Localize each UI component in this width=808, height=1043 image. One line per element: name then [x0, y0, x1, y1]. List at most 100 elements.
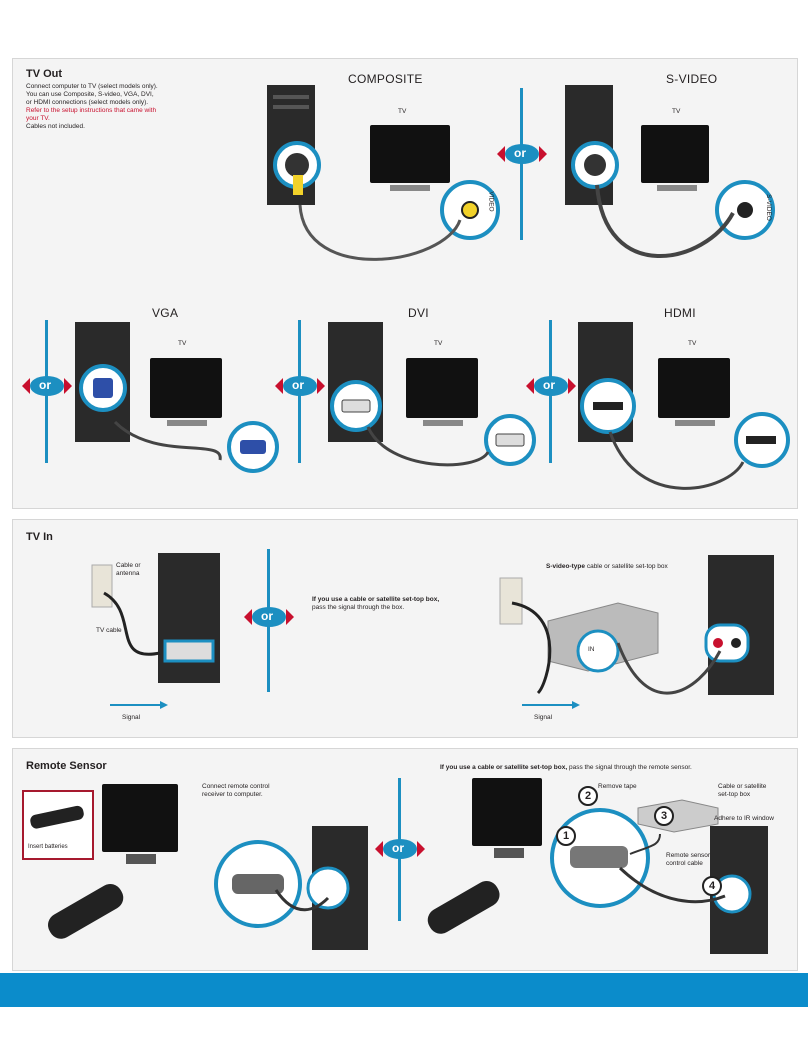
step-4-label: 4 [708, 880, 716, 892]
remote-title: Remote Sensor [26, 760, 107, 772]
remote-control-2 [427, 881, 500, 934]
tv-in-pc-tower [158, 553, 220, 683]
footer-band [0, 973, 808, 1007]
vga-tv [150, 358, 222, 418]
composite-video-tag: VIDEO [487, 191, 495, 212]
svideo-tag: S-VIDEO [764, 194, 772, 221]
step-2-label: 2 [584, 790, 592, 802]
tv-out-desc-line2: You can use Composite, S-video, VGA, DVI… [26, 91, 154, 98]
divider-line [520, 88, 523, 240]
signal-arrow-1 [110, 701, 168, 709]
tv-out-desc-line1: Connect computer to TV (select models on… [26, 83, 158, 90]
signal-arrow-2 [522, 701, 580, 709]
or-label-6: or [392, 841, 404, 855]
ir-receiver [232, 874, 284, 894]
tv-in-title: TV In [26, 531, 53, 543]
remote-diagram-right [427, 778, 768, 954]
dvi-tv [406, 358, 478, 418]
connect-receiver-text: Connect remote control receiver to compu… [202, 783, 270, 799]
vga-cable [113, 420, 222, 461]
step-badge-1: 1 [556, 826, 576, 846]
hdmi-label: HDMI [664, 306, 696, 320]
cable-or-satellite-label: Cable or satellite set-top box [718, 783, 766, 799]
vga-tv-label: TV [178, 340, 187, 347]
or-label-3: or [292, 378, 304, 392]
sensor-cable [618, 866, 726, 904]
antenna-text: antenna [116, 570, 140, 577]
step-3-label: 3 [660, 810, 668, 822]
wall-outlet-2 [499, 577, 523, 625]
set-top-cable-1 [511, 601, 552, 695]
set-top-cable-2 [616, 642, 722, 695]
remote-sensor-box [570, 846, 628, 868]
tv-in-if-bold: If you use a cable or satellite set-top … [312, 596, 440, 603]
composite-diagram [267, 85, 500, 261]
hdmi-tv-label: TV [688, 340, 697, 347]
tv-in-if-rest: pass the signal through the box. [312, 604, 405, 611]
remote-if-bold: If you use a cable or satellite set-top … [440, 764, 568, 771]
usb-zoom [306, 866, 350, 910]
remote-if-rest: pass the signal through the remote senso… [568, 764, 692, 771]
remove-tape-label: Remove tape [598, 783, 637, 790]
signal-label-2: Signal [534, 714, 553, 721]
step-1-label: 1 [562, 830, 570, 842]
in-label: IN [588, 646, 595, 653]
composite-cable [298, 204, 462, 261]
connect-line2: receiver to computer. [202, 791, 263, 798]
cable-antenna-label: Cable or antenna [116, 562, 141, 578]
remote-control [48, 884, 124, 939]
composite-tv [370, 125, 450, 183]
or-badge-4 [526, 376, 576, 396]
tv-in-panel [12, 519, 798, 738]
or-badge-6 [375, 839, 425, 859]
dvi-tv-label: TV [434, 340, 443, 347]
svideo-tv-label: TV [672, 108, 681, 115]
svideo-tv [641, 125, 709, 183]
remote-monitor-2 [472, 778, 542, 846]
svideo-diagram [565, 85, 775, 258]
remote-monitor [102, 784, 178, 852]
or-badge-2 [22, 376, 72, 396]
dvi-diagram [328, 322, 536, 467]
tv-out-description: Connect computer to TV (select models on… [26, 83, 196, 131]
signal-label-1: Signal [122, 714, 141, 721]
svideo-cable [595, 184, 735, 258]
or-badge-5 [244, 607, 294, 627]
remote-battery-image [30, 805, 84, 829]
step-badge-3: 3 [654, 806, 674, 826]
tv-in-diagram [91, 553, 220, 683]
cable-or-text: Cable or [116, 562, 141, 569]
sensor-line2: control cable [666, 860, 703, 867]
hdmi-cable [608, 431, 745, 490]
composite-label: COMPOSITE [348, 72, 423, 86]
cable-sat-line2: set-top box [718, 791, 751, 798]
step-badge-4: 4 [702, 876, 722, 896]
composite-tv-label: TV [398, 108, 407, 115]
insert-batteries-label: Insert batteries [28, 844, 68, 850]
composite-yellow-plug [293, 175, 303, 195]
receiver-cable [274, 889, 330, 912]
or-badge-1 [497, 144, 547, 164]
svideo-label: S-VIDEO [666, 72, 718, 86]
hdmi-tv [658, 358, 730, 418]
tv-out-desc-line3: or HDMI connections (select models only)… [26, 99, 149, 106]
remote-if-text: If you use a cable or satellite set-top … [440, 764, 692, 772]
tv-in-cable [103, 591, 161, 656]
or-label-2: or [39, 378, 51, 392]
tv-in-if-text: If you use a cable or satellite set-top … [312, 596, 512, 612]
vga-label: VGA [152, 306, 179, 320]
svideo-type-caption: S-video-type cable or satellite set-top … [546, 563, 668, 571]
or-label-1: or [514, 146, 526, 160]
set-top-box-2 [637, 799, 719, 833]
set-top-box-diagram [499, 555, 774, 695]
svideo-type-rest: cable or satellite set-top box [586, 563, 668, 570]
step-badge-2: 2 [578, 786, 598, 806]
adhere-label: Adhere to IR window [714, 815, 774, 822]
svideo-type-bold: S-video-type [546, 563, 586, 570]
set-top-box-zoom [576, 629, 620, 673]
or-label-4: or [543, 378, 555, 392]
tv-out-cables-note: Cables not included. [26, 123, 85, 130]
tv-out-red-note2: your TV. [26, 115, 50, 122]
vga-diagram [75, 322, 279, 473]
or-label-5: or [261, 609, 273, 623]
